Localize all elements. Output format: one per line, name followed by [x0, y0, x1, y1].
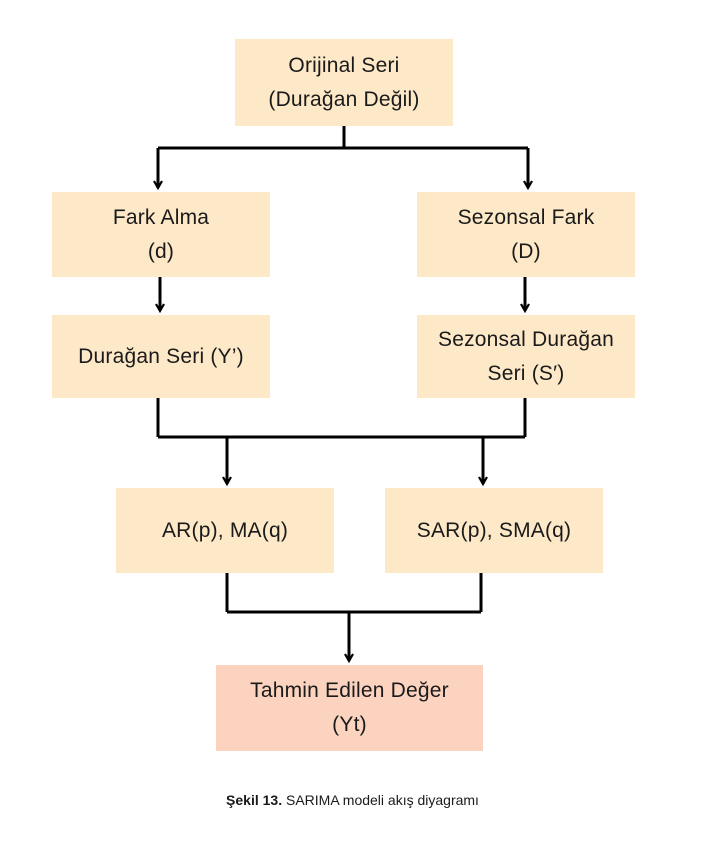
node-seasonal-stationary-line2: Seri (S′) — [487, 361, 565, 385]
node-forecast: Tahmin Edilen Değer (Yt) — [216, 665, 483, 751]
node-original-series-line2: (Durağan Değil) — [268, 87, 420, 111]
node-ar-ma-label: AR(p), MA(q) — [161, 518, 289, 542]
node-differencing: Fark Alma (d) — [52, 192, 270, 277]
node-differencing-line2: (d) — [147, 239, 175, 263]
node-sar-sma: SAR(p), SMA(q) — [385, 488, 603, 573]
node-differencing-line1: Fark Alma — [112, 205, 210, 229]
node-seasonal-stationary-line1: Sezonsal Durağan — [438, 327, 614, 351]
node-forecast-line2: (Yt) — [332, 713, 367, 736]
figure-caption-label: Şekil 13. — [226, 792, 283, 808]
node-original-series: Orijinal Seri (Durağan Değil) — [235, 39, 453, 126]
node-forecast-line1: Tahmin Edilen Değer — [250, 679, 449, 702]
figure-caption-text: SARIMA modeli akış diyagramı — [282, 792, 479, 808]
node-seasonal-differencing: Sezonsal Fark (D) — [417, 192, 635, 277]
node-stationary-series: Durağan Seri (Y’) — [52, 315, 270, 398]
node-original-series-line1: Orijinal Seri — [288, 53, 400, 77]
node-ar-ma: AR(p), MA(q) — [116, 488, 334, 573]
node-stationary-series-line1: Durağan Seri (Y’) — [78, 344, 244, 368]
figure-caption: Şekil 13. SARIMA modeli akış diyagramı — [0, 792, 705, 808]
node-seasonal-differencing-line2: (D) — [511, 239, 541, 263]
node-sar-sma-label: SAR(p), SMA(q) — [416, 518, 572, 542]
node-seasonal-stationary-series: Sezonsal Durağan Seri (S′) — [417, 315, 635, 398]
node-seasonal-differencing-line1: Sezonsal Fark — [457, 205, 595, 229]
